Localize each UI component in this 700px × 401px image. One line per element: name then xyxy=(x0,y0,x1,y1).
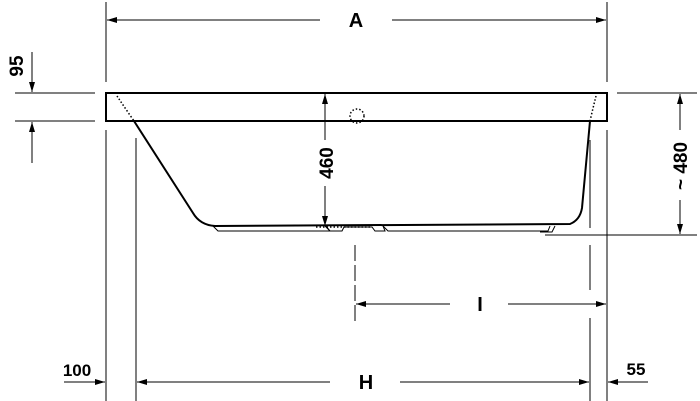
extension-lines xyxy=(15,2,697,401)
label-55: 55 xyxy=(627,360,646,379)
overflow-icon xyxy=(349,108,365,124)
dimension-480: ~ 480 xyxy=(671,94,692,234)
dimension-h: H xyxy=(137,372,589,394)
dimension-95: 95 xyxy=(7,52,35,163)
dimension-a: A xyxy=(107,10,606,32)
label-460: 460 xyxy=(317,147,338,179)
label-a: A xyxy=(349,10,363,32)
label-i: I xyxy=(477,294,483,316)
dimension-100: 100 xyxy=(63,361,105,385)
label-100: 100 xyxy=(63,361,91,380)
bathtub-outline xyxy=(105,92,608,233)
label-h: H xyxy=(359,372,373,394)
dimension-i: I xyxy=(356,294,606,316)
label-480: ~ 480 xyxy=(671,142,692,190)
dimension-460: 460 xyxy=(317,94,338,226)
label-95: 95 xyxy=(7,55,28,77)
dimension-55: 55 xyxy=(608,360,648,385)
